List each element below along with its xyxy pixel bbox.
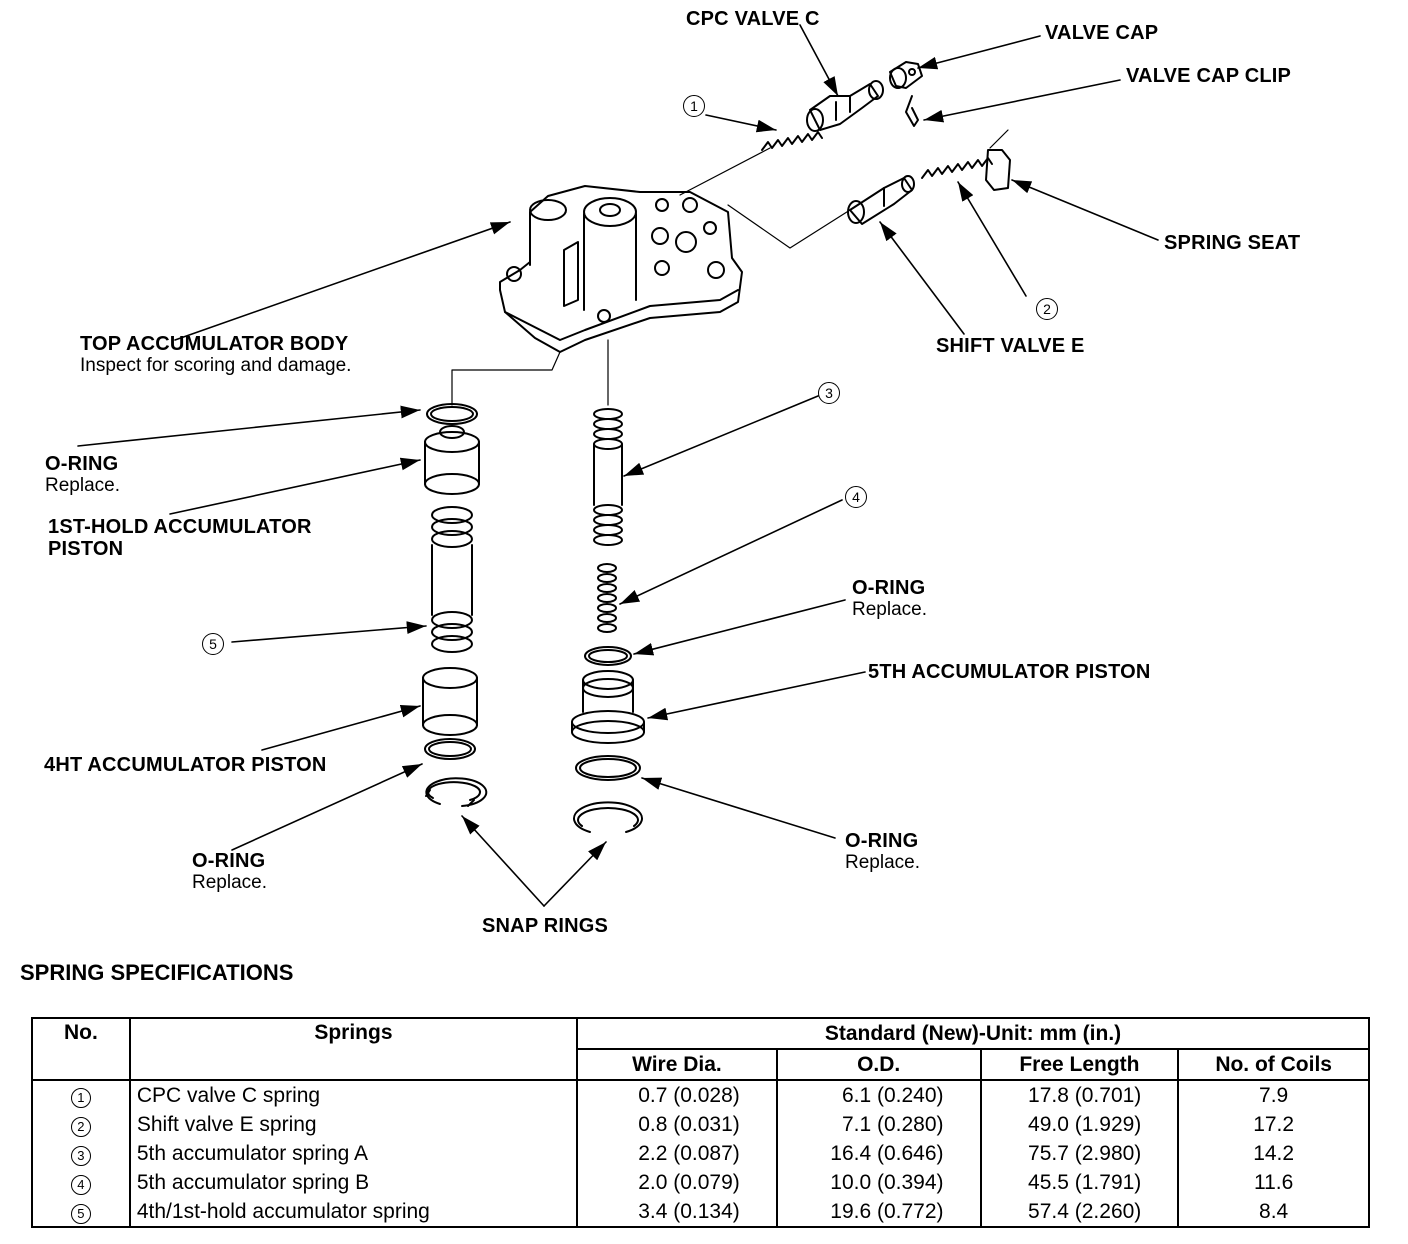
spring-three-part (593, 408, 623, 546)
spring-name: 4th/1st-hold accumulator spring (128, 1197, 578, 1227)
valve-cap-label: VALVE CAP (1045, 22, 1159, 44)
coils-value: 8.4 (1177, 1197, 1369, 1227)
free-length-value: 75.7 (2.980) (979, 1139, 1179, 1168)
table-row: 5 4th/1st-hold accumulator spring 3.4 (0… (32, 1197, 1369, 1227)
coils-value: 11.6 (1177, 1168, 1369, 1197)
spring-seat-label: SPRING SEAT (1164, 232, 1301, 254)
o-ring-label-4: O-RING (192, 850, 266, 872)
valve-cap-clip-part (905, 95, 919, 127)
cpc-valve-c-part (806, 80, 884, 132)
callout-3: 3 (818, 382, 840, 404)
o-ring-note-1: Replace. (45, 475, 120, 496)
wire-dia-value: 3.4 (0.134) (576, 1197, 777, 1227)
cpc-spring-part (761, 131, 823, 151)
left-spring-part (431, 506, 473, 653)
shift-valve-e-label: SHIFT VALVE E (936, 335, 1085, 357)
table-row: 2 Shift valve E spring 0.8 (0.031) 7.1 (… (32, 1110, 1369, 1139)
header-od: O.D. (775, 1049, 981, 1081)
fifth-piston-part (571, 670, 645, 744)
o-ring-note-3: Replace. (845, 852, 920, 873)
valve-cap-clip-label: VALVE CAP CLIP (1126, 65, 1292, 87)
header-no: No. (32, 1018, 130, 1081)
left-snap-ring-part (425, 777, 488, 807)
first-hold-piston-label-2: PISTON (48, 538, 124, 560)
free-length-value: 45.5 (1.791) (979, 1168, 1179, 1197)
row-number: 5 (70, 1203, 91, 1224)
right-snap-ring-part (573, 801, 643, 833)
wire-dia-value: 0.7 (0.028) (576, 1080, 777, 1110)
o-ring-note-4: Replace. (192, 872, 267, 893)
coils-value: 17.2 (1177, 1110, 1369, 1139)
od-value: 7.1 (0.280) (775, 1110, 981, 1139)
top-accumulator-body-part (499, 185, 743, 353)
wire-dia-value: 2.2 (0.087) (576, 1139, 777, 1168)
o-ring-label-2: O-RING (852, 577, 926, 599)
row-number: 2 (70, 1116, 91, 1137)
o-ring-label-1: O-RING (45, 453, 119, 475)
first-hold-piston-part (424, 425, 480, 495)
row-number: 1 (70, 1087, 91, 1108)
spring-name: Shift valve E spring (128, 1110, 578, 1139)
right-oring-bottom-part (575, 755, 641, 781)
table-row: 3 5th accumulator spring A 2.2 (0.087) 1… (32, 1139, 1369, 1168)
od-value: 6.1 (0.240) (775, 1080, 981, 1110)
callout-2: 2 (1036, 298, 1058, 320)
spring-name: CPC valve C spring (128, 1080, 578, 1110)
row-number: 3 (70, 1145, 91, 1166)
free-length-value: 57.4 (2.260) (979, 1197, 1179, 1227)
o-ring-label-3: O-RING (845, 830, 919, 852)
fourth-piston-part (422, 667, 478, 736)
spring-four-part (597, 563, 617, 633)
top-accumulator-body-label: TOP ACCUMULATOR BODY (80, 333, 349, 355)
header-free-length: Free Length (979, 1049, 1179, 1081)
left-oring-top-part (426, 403, 478, 425)
table-row: 1 CPC valve C spring 0.7 (0.028) 6.1 (0.… (32, 1080, 1369, 1110)
o-ring-note-2: Replace. (852, 599, 927, 620)
fifth-piston-label: 5TH ACCUMULATOR PISTON (868, 661, 1151, 683)
free-length-value: 17.8 (0.701) (979, 1080, 1179, 1110)
cpc-valve-c-label: CPC VALVE C (686, 8, 820, 30)
fourth-piston-label: 4HT ACCUMULATOR PISTON (44, 754, 327, 776)
header-springs: Springs (128, 1018, 578, 1081)
shift-valve-spring-part (921, 157, 993, 179)
header-no-of-coils: No. of Coils (1177, 1049, 1369, 1081)
left-oring-bottom-part (424, 738, 476, 760)
spring-spec-table: No. Springs Standard (New)-Unit: mm (in.… (31, 1017, 1370, 1228)
spring-name: 5th accumulator spring B (128, 1168, 578, 1197)
od-value: 16.4 (0.646) (775, 1139, 981, 1168)
spring-name: 5th accumulator spring A (128, 1139, 578, 1168)
header-standard: Standard (New)-Unit: mm (in.) (576, 1018, 1369, 1050)
top-accumulator-body-note: Inspect for scoring and damage. (80, 355, 352, 376)
coils-value: 14.2 (1177, 1139, 1369, 1168)
od-value: 19.6 (0.772) (775, 1197, 981, 1227)
valve-cap-part (889, 61, 923, 89)
coils-value: 7.9 (1177, 1080, 1369, 1110)
header-wire-dia: Wire Dia. (576, 1049, 777, 1081)
snap-rings-label: SNAP RINGS (482, 915, 609, 937)
exploded-view-diagram (77, 24, 1159, 907)
right-oring-top-part (584, 646, 632, 666)
od-value: 10.0 (0.394) (775, 1168, 981, 1197)
wire-dia-value: 2.0 (0.079) (576, 1168, 777, 1197)
table-row: 4 5th accumulator spring B 2.0 (0.079) 1… (32, 1168, 1369, 1197)
wire-dia-value: 0.8 (0.031) (576, 1110, 777, 1139)
spring-seat-part (985, 149, 1011, 191)
callout-1: 1 (683, 95, 705, 117)
callout-5: 5 (202, 633, 224, 655)
row-number: 4 (70, 1174, 91, 1195)
shift-valve-e-part (847, 175, 915, 225)
spring-specifications-title: SPRING SPECIFICATIONS (20, 960, 294, 985)
free-length-value: 49.0 (1.929) (979, 1110, 1179, 1139)
first-hold-piston-label: 1ST-HOLD ACCUMULATOR (48, 516, 312, 538)
callout-4: 4 (845, 486, 867, 508)
